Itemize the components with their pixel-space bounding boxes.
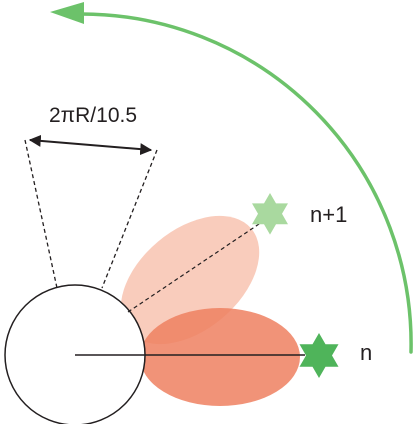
sector-guide-left — [25, 140, 57, 288]
lobe-n — [140, 308, 300, 406]
star-label-n-plus-1: n+1 — [310, 202, 347, 227]
star-label-n: n — [360, 340, 372, 365]
star-n-icon — [300, 333, 339, 378]
arc-length-label: 2πR/10.5 — [49, 104, 137, 127]
star-n-plus-1-icon — [252, 193, 288, 235]
arc-length-arrow — [30, 140, 151, 150]
rotation-arrowhead — [50, 2, 84, 24]
